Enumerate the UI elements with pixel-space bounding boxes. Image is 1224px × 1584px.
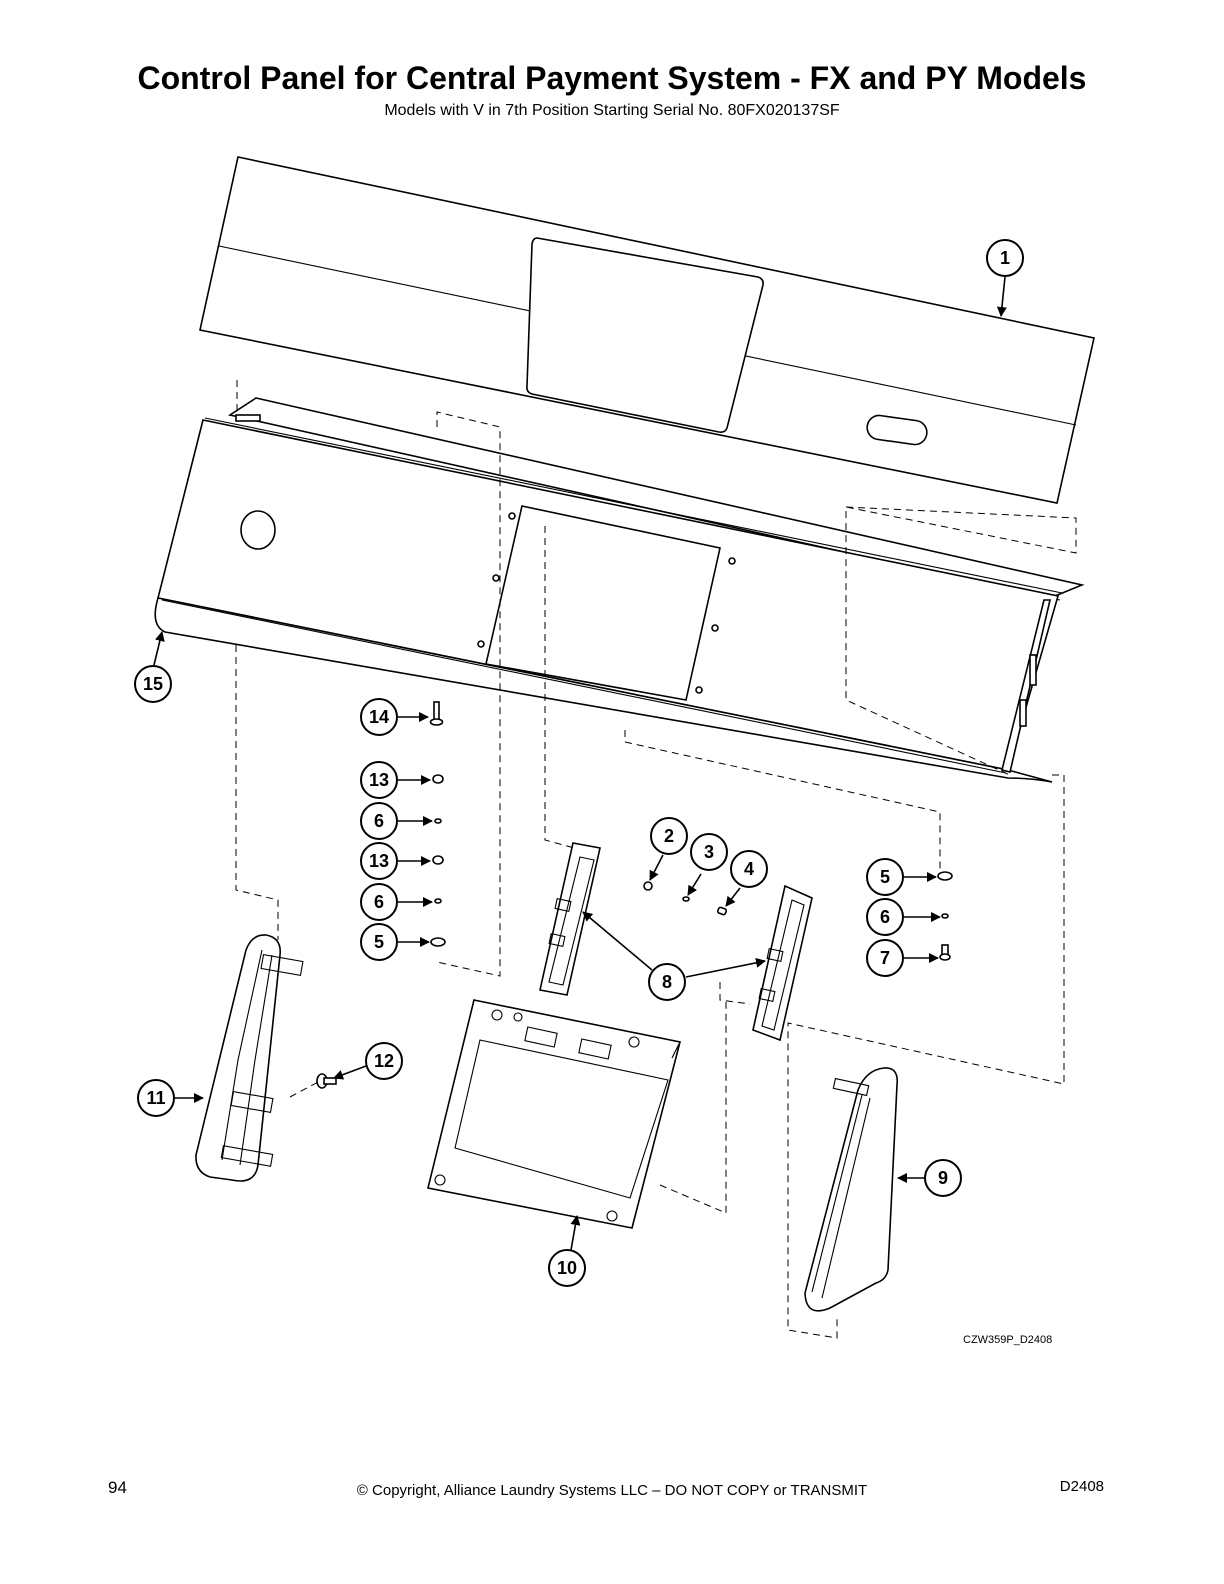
hardware-stack-right bbox=[937, 871, 953, 961]
part-11-left-end-cap bbox=[195, 934, 304, 1182]
callout-12-label: 12 bbox=[374, 1051, 394, 1071]
callout-7-label: 7 bbox=[880, 948, 890, 968]
callout-6-right-label: 6 bbox=[880, 907, 890, 927]
page-number: 94 bbox=[108, 1478, 127, 1497]
page-subtitle: Models with V in 7th Position Starting S… bbox=[384, 102, 840, 119]
part-8-bracket-left bbox=[539, 842, 601, 996]
callout-11: 11 bbox=[137, 1079, 175, 1117]
callout-2: 2 bbox=[650, 817, 688, 855]
callout-14-label: 14 bbox=[369, 707, 389, 727]
part-15-control-panel bbox=[154, 397, 1085, 783]
callout-13-lower: 13 bbox=[360, 842, 398, 880]
callout-8: 8 bbox=[648, 963, 686, 1001]
callout-1-label: 1 bbox=[1000, 248, 1010, 268]
callout-15-label: 15 bbox=[143, 674, 163, 694]
callout-4-label: 4 bbox=[744, 859, 754, 879]
part-9-right-end-cap bbox=[804, 1067, 899, 1312]
callout-12: 12 bbox=[365, 1042, 403, 1080]
callout-6-lower: 6 bbox=[360, 883, 398, 921]
callout-3: 3 bbox=[690, 833, 728, 871]
callout-7: 7 bbox=[866, 939, 904, 977]
part-1-overlay bbox=[199, 156, 1095, 504]
callout-2-label: 2 bbox=[664, 826, 674, 846]
callout-4: 4 bbox=[730, 850, 768, 888]
part-12-screw bbox=[316, 1073, 337, 1089]
copyright-notice: © Copyright, Alliance Laundry Systems LL… bbox=[356, 1482, 868, 1499]
document-code: D2408 bbox=[1059, 1478, 1104, 1495]
callout-10-label: 10 bbox=[557, 1258, 577, 1278]
part-8-bracket-right bbox=[752, 884, 813, 1042]
callout-13-upper: 13 bbox=[360, 761, 398, 799]
callout-5-right: 5 bbox=[866, 858, 904, 896]
callout-6-upper-label: 6 bbox=[374, 811, 384, 831]
page-title: Control Panel for Central Payment System… bbox=[137, 60, 1087, 96]
callout-14: 14 bbox=[360, 698, 398, 736]
callout-13-upper-label: 13 bbox=[369, 770, 389, 790]
callout-11-label: 11 bbox=[146, 1088, 165, 1108]
callout-5-left-label: 5 bbox=[374, 932, 384, 952]
callout-15: 15 bbox=[134, 665, 172, 703]
leader-lines bbox=[153, 276, 1007, 1251]
hardware-2-3-4 bbox=[643, 881, 728, 916]
callout-5-left: 5 bbox=[360, 923, 398, 961]
callout-5-right-label: 5 bbox=[880, 867, 890, 887]
callout-9: 9 bbox=[924, 1159, 962, 1197]
drawing-code: CZW359P_D2408 bbox=[963, 1334, 1052, 1346]
callout-1: 1 bbox=[986, 239, 1024, 277]
callout-6-right: 6 bbox=[866, 898, 904, 936]
callout-9-label: 9 bbox=[938, 1168, 948, 1188]
callout-6-lower-label: 6 bbox=[374, 892, 384, 912]
callout-6-upper: 6 bbox=[360, 802, 398, 840]
hardware-stack-left bbox=[429, 701, 446, 947]
callout-13-lower-label: 13 bbox=[369, 851, 389, 871]
callout-3-label: 3 bbox=[704, 842, 714, 862]
part-10-display bbox=[427, 999, 681, 1229]
callout-10: 10 bbox=[548, 1249, 586, 1287]
callout-8-label: 8 bbox=[662, 972, 672, 992]
